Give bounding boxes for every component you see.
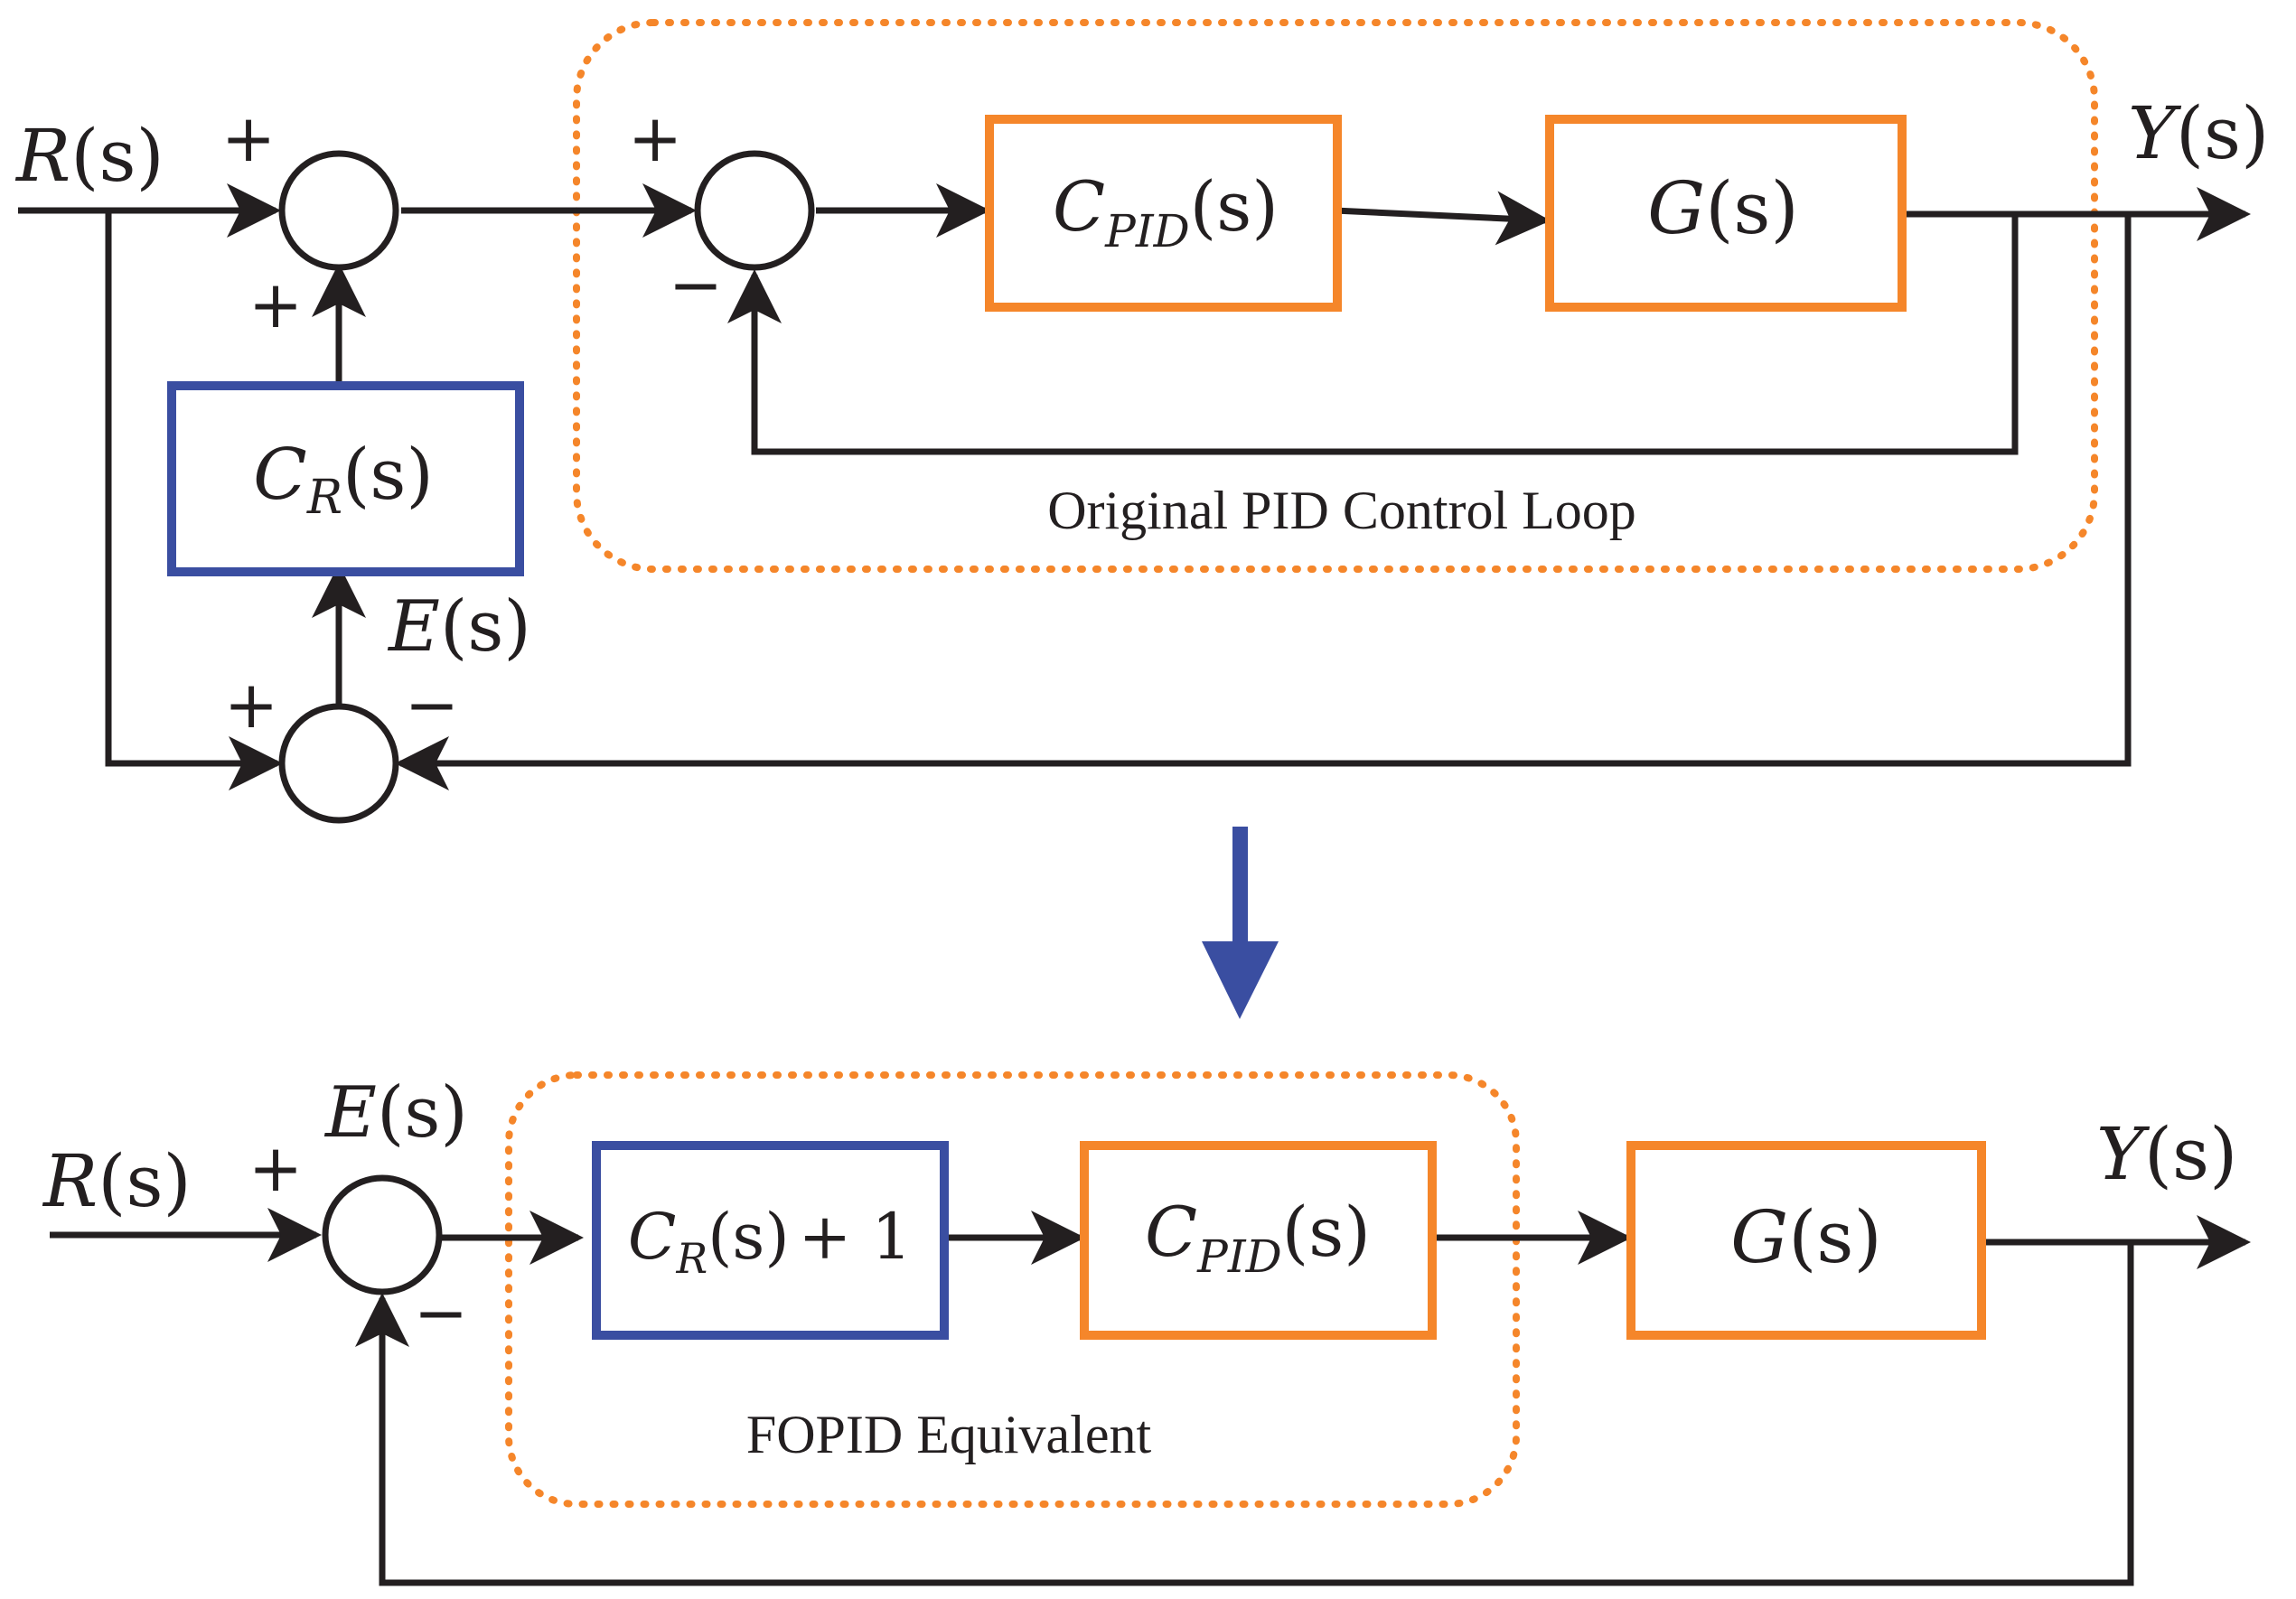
cr-block: CR(s) <box>167 381 524 576</box>
bottom-pid-arg: (s) <box>1282 1192 1371 1272</box>
bottom-minus-sign: − <box>414 1275 468 1351</box>
fopid-equivalent-group <box>505 1071 1520 1508</box>
inner-plus-sign: + <box>628 100 682 176</box>
cr-plus-one-block: CR(s)+ 1 <box>592 1141 949 1340</box>
top-diagram: CPID(s) G(s) CR(s) R(s) Y(s) E(s) + + + … <box>14 19 2269 824</box>
bottom-diagram: CR(s)+ 1 CPID(s) G(s) R(s) E(s) Y(s) + −… <box>42 1071 2251 1586</box>
pid-controller-block: CPID(s) <box>985 115 1342 312</box>
cr-arg: (s) <box>342 435 434 516</box>
cr-base: C <box>253 435 307 516</box>
cr-plus-one-tail: + 1 <box>799 1200 912 1274</box>
input-label: R(s) <box>14 114 164 198</box>
cr-plus-one-sub: R <box>675 1234 708 1283</box>
bottom-plant-block: G(s) <box>1626 1141 1986 1340</box>
bottom-summing-junction <box>322 1174 443 1295</box>
bottom-error-label: E(s) <box>323 1072 468 1154</box>
bottom-caption: FOPID Equivalent <box>746 1405 1152 1464</box>
svg-text:CPID(s): CPID(s) <box>1053 166 1279 257</box>
svg-text:G(s): G(s) <box>1730 1195 1881 1279</box>
pid-base: C <box>1053 166 1105 247</box>
bottom-pid-sub: PID <box>1196 1230 1281 1283</box>
error-minus-sign: − <box>405 667 459 743</box>
cr-plus-one-arg: (s) <box>708 1200 790 1274</box>
plant-base: G <box>1647 166 1705 250</box>
error-summing-junction <box>278 703 399 824</box>
error-label: E(s) <box>387 586 531 668</box>
bottom-pid-controller-block: CPID(s) <box>1080 1141 1437 1340</box>
bottom-output-label: Y(s) <box>2096 1112 2237 1196</box>
svg-text:G(s): G(s) <box>1647 166 1798 250</box>
cr-plus-one-base: C <box>628 1200 677 1274</box>
inner-minus-sign: − <box>669 247 723 323</box>
bottom-plant-base: G <box>1730 1195 1788 1279</box>
inner-summing-junction <box>694 150 815 271</box>
plant-arg: (s) <box>1705 166 1798 250</box>
error-plus-sign: + <box>224 667 278 743</box>
bottom-wires <box>50 1208 2251 1586</box>
transition-arrow <box>1202 827 1279 1019</box>
plant-block: G(s) <box>1545 115 1907 312</box>
pid-sub: PID <box>1104 205 1189 257</box>
outer-plus-sign-bottom: + <box>248 266 303 342</box>
cr-sub: R <box>306 471 342 525</box>
bottom-plus-sign: + <box>248 1130 303 1206</box>
bottom-input-label: R(s) <box>42 1139 192 1223</box>
svg-text:CR(s)+ 1: CR(s)+ 1 <box>628 1200 912 1283</box>
outer-summing-junction <box>278 150 399 271</box>
svg-text:CR(s): CR(s) <box>253 435 434 525</box>
bottom-pid-base: C <box>1145 1192 1197 1272</box>
output-label: Y(s) <box>2128 91 2269 175</box>
top-wires <box>18 183 2251 790</box>
outer-plus-sign: + <box>221 100 276 176</box>
top-caption: Original PID Control Loop <box>1047 481 1636 540</box>
svg-text:CPID(s): CPID(s) <box>1145 1192 1371 1283</box>
pid-arg: (s) <box>1190 166 1279 247</box>
bottom-plant-arg: (s) <box>1788 1195 1881 1279</box>
